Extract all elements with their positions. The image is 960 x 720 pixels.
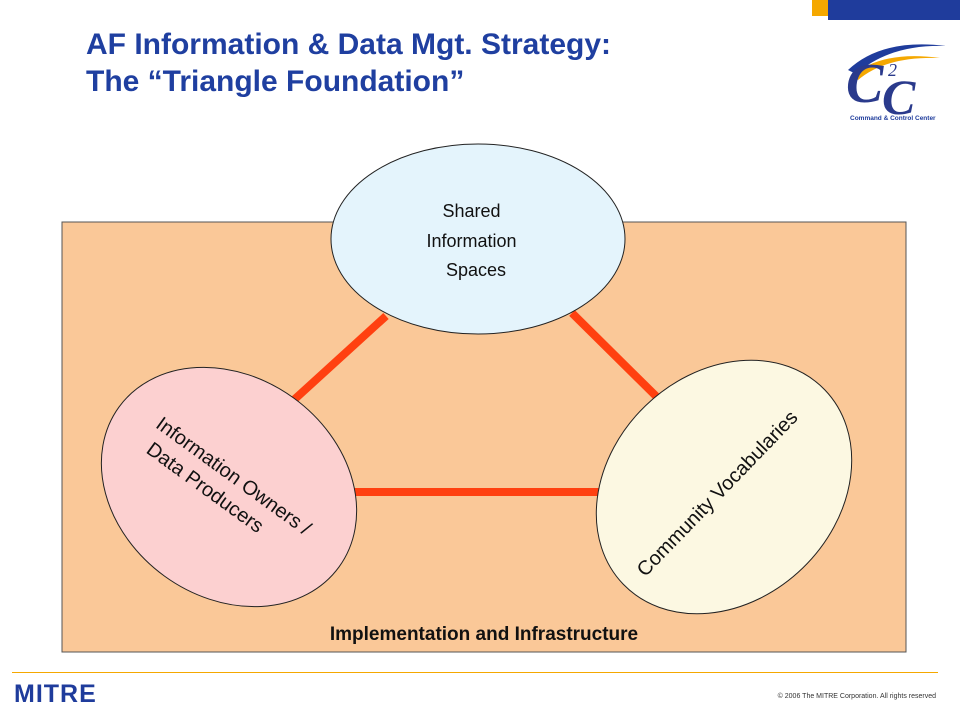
logo-superscript: 2 bbox=[888, 60, 897, 80]
corner-accent-blue bbox=[828, 0, 960, 20]
connector-top-left bbox=[282, 313, 389, 411]
c2c-logo: C C 2 Command & Control Center bbox=[846, 44, 946, 122]
top-node-line-3: Spaces bbox=[446, 260, 506, 280]
mitre-wordmark: MITRE bbox=[14, 680, 97, 706]
logo-letter-c1: C bbox=[846, 53, 884, 115]
title-line-1: AF Information & Data Mgt. Strategy: bbox=[86, 28, 612, 61]
footer-divider bbox=[12, 672, 938, 673]
mitre-logo: MITRE bbox=[14, 680, 97, 706]
logo-caption: Command & Control Center bbox=[850, 115, 936, 122]
corner-accent-yellow bbox=[812, 0, 828, 16]
connector-top-right bbox=[569, 310, 670, 410]
foundation-label: Implementation and Infrastructure bbox=[330, 624, 638, 645]
top-node-line-1: Shared bbox=[442, 201, 500, 221]
node-shared-information-spaces bbox=[330, 143, 626, 335]
top-node-line-2: Information bbox=[426, 231, 516, 251]
top-node-label: Shared Information Spaces bbox=[426, 201, 521, 280]
title-line-2: The “Triangle Foundation” bbox=[86, 65, 465, 98]
node-community-vocabularies bbox=[595, 359, 853, 615]
logo-letter-c2: C bbox=[882, 69, 916, 122]
slide-title: AF Information & Data Mgt. Strategy: The… bbox=[86, 26, 611, 100]
node-information-owners bbox=[100, 366, 358, 608]
copyright-notice: © 2006 The MITRE Corporation. All rights… bbox=[777, 693, 936, 700]
